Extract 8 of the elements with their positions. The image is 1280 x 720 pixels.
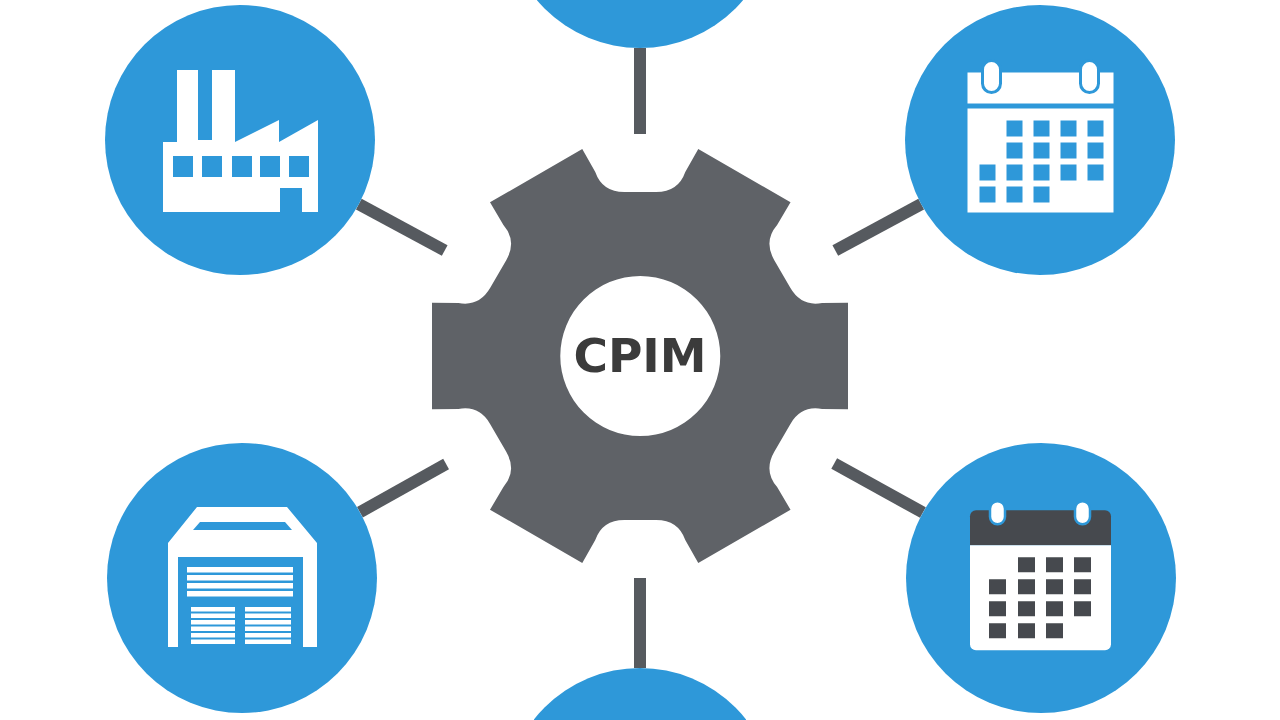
gear-label: CPIM (573, 331, 707, 381)
connector-line (634, 48, 646, 134)
gear (431, 149, 849, 563)
connector-line (831, 458, 926, 518)
connector-line (355, 198, 448, 256)
connector-line (356, 458, 450, 518)
connector-line (634, 578, 646, 668)
connector-line (832, 198, 925, 256)
